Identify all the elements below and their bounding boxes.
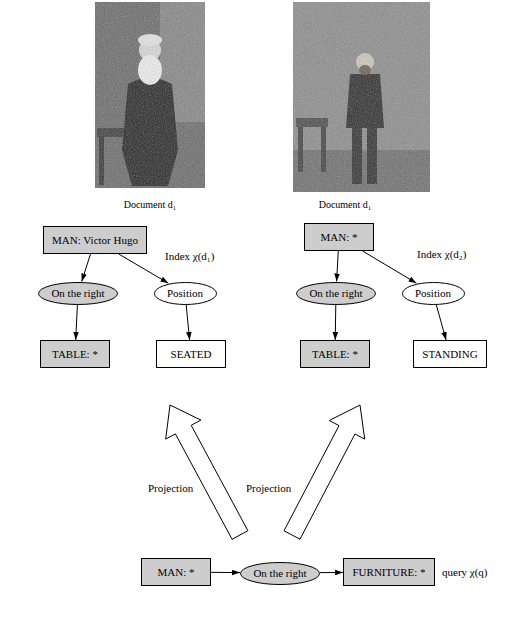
node-text: SEATED	[171, 348, 212, 361]
relation-arrow	[320, 572, 343, 573]
relation-arrow	[363, 251, 417, 283]
projection-label: Projection	[148, 482, 193, 495]
concept-box: MAN: *	[304, 223, 374, 251]
concept-box: MAN: *	[141, 558, 211, 586]
node-text: MAN: *	[158, 566, 195, 579]
relation-arrow	[335, 305, 337, 341]
relation-arrow	[76, 304, 78, 340]
concept-box: FURNITURE: *	[343, 558, 435, 586]
projection-arrow	[166, 405, 248, 539]
node-text: TABLE: *	[52, 348, 98, 361]
node-text: Position	[415, 287, 451, 300]
concept-box: MAN: Victor Hugo	[43, 226, 147, 254]
projection-label: Projection	[246, 482, 291, 495]
node-text: On the right	[309, 287, 362, 300]
relation-arrow	[337, 251, 339, 282]
document-caption: Document d₁	[319, 198, 372, 211]
relation-arrow	[119, 254, 169, 283]
concept-box: SEATED	[156, 340, 226, 368]
index-label: Index χ(d₁)	[165, 250, 214, 263]
concept-box: TABLE: *	[300, 340, 370, 368]
document-caption: Document d₁	[124, 198, 177, 211]
relation-ellipse: Position	[402, 282, 465, 305]
node-text: STANDING	[422, 348, 477, 361]
node-text: FURNITURE: *	[352, 566, 425, 579]
relation-ellipse: On the right	[240, 562, 320, 585]
node-text: MAN: Victor Hugo	[52, 234, 138, 247]
relation-arrow	[436, 304, 446, 340]
relation-ellipse: Position	[154, 282, 217, 305]
photo-left	[95, 2, 205, 188]
relation-ellipse: On the right	[38, 282, 118, 305]
photo-right	[293, 2, 430, 192]
node-text: On the right	[253, 567, 306, 580]
relation-arrow	[82, 254, 91, 282]
query-label: query χ(q)	[442, 566, 488, 579]
index-label: Index χ(d₂)	[417, 248, 466, 261]
node-text: On the right	[51, 287, 104, 300]
node-text: TABLE: *	[312, 348, 358, 361]
relation-ellipse: On the right	[296, 282, 376, 305]
projection-arrow	[284, 405, 365, 539]
concept-box: TABLE: *	[40, 340, 110, 368]
relation-arrow	[186, 304, 189, 340]
concept-box: STANDING	[413, 340, 487, 368]
relation-arrow	[211, 572, 240, 573]
node-text: Position	[167, 287, 203, 300]
node-text: MAN: *	[321, 231, 358, 244]
